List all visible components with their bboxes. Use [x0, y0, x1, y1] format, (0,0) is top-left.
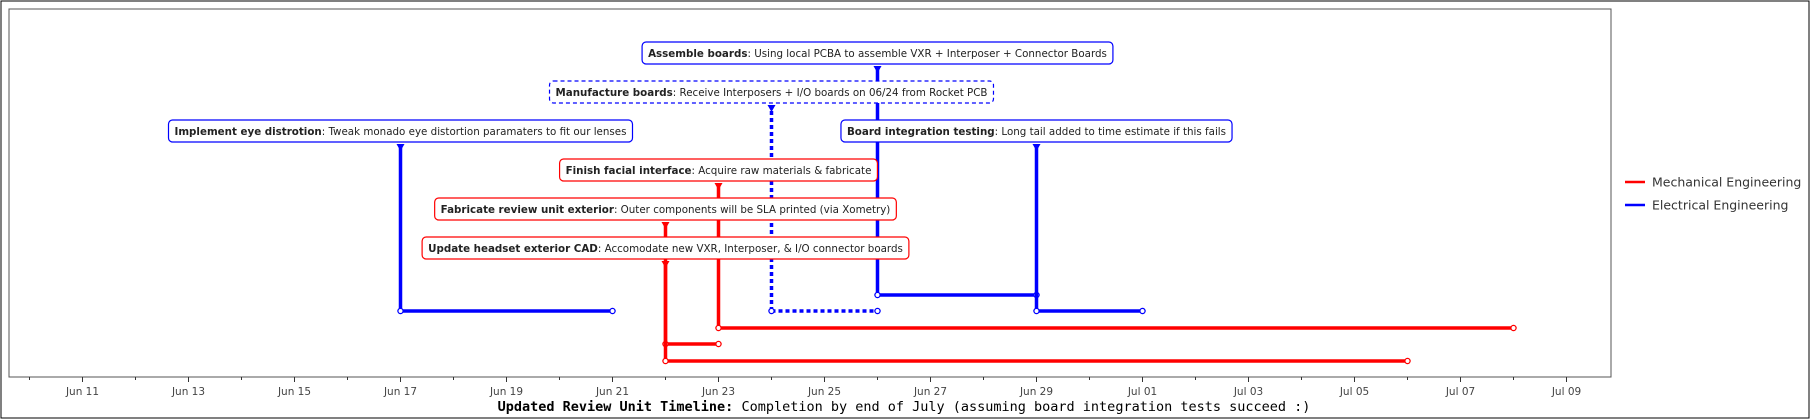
task-label-implement-eye-distrotion: Implement eye distrotion: Tweak monado e… — [167, 119, 634, 143]
task-end-marker-manufacture-boards — [874, 307, 881, 315]
task-label-box — [558, 158, 879, 182]
legend: Mechanical Engineering Electrical Engine… — [1625, 175, 1801, 213]
x-tick-label: Jul 01 — [1127, 386, 1157, 398]
task-label-update-headset-exterior-cad: Update headset exterior CAD: Accomodate … — [421, 236, 910, 260]
task-end-marker-finish-facial-interface — [1510, 324, 1517, 332]
task-description: : Acquire raw materials & fabricate — [692, 165, 872, 177]
task-label-finish-facial-interface: Finish facial interface: Acquire raw mat… — [558, 158, 879, 182]
task-start-marker-finish-facial-interface — [715, 324, 722, 332]
task-label-box — [434, 197, 897, 221]
task-arrow-update-headset-exterior-cad — [661, 261, 670, 268]
x-tick-label: Jun 27 — [913, 386, 947, 398]
task-arrow-finish-facial-interface — [714, 183, 723, 190]
task-end-marker-implement-eye-distrotion — [609, 307, 616, 315]
task-label-box — [548, 80, 995, 104]
task-label-text: Manufacture boards: Receive Interposers … — [556, 87, 988, 99]
task-arrow-fabricate-review-unit-exterior — [661, 222, 670, 229]
chart-title-rest: Completion by end of July (assuming boar… — [733, 399, 1310, 415]
chart-title: Updated Review Unit Timeline: Completion… — [498, 399, 1311, 415]
task-label-text: Update headset exterior CAD: Accomodate … — [428, 243, 903, 255]
task-start-marker-implement-eye-distrotion — [397, 307, 404, 315]
task-label-text: Fabricate review unit exterior: Outer co… — [441, 204, 891, 216]
task-label-text: Assemble boards: Using local PCBA to ass… — [648, 48, 1107, 60]
task-label-board-integration-testing: Board integration testing: Long tail add… — [840, 119, 1233, 143]
task-label-box — [421, 236, 910, 260]
task-label-manufacture-boards: Manufacture boards: Receive Interposers … — [548, 80, 995, 104]
task-description: : Accomodate new VXR, Interposer, & I/O … — [598, 243, 903, 255]
x-tick-label: Jun 21 — [595, 386, 629, 398]
chart-title-bold: Updated Review Unit Timeline: — [498, 399, 734, 415]
x-axis: Jun 11 Jun 13 Jun 15 Jun 17 Jun 19 Jun 21 Jun … — [29, 377, 1581, 398]
x-tick-label: Jun 29 — [1019, 386, 1053, 398]
task-description: : Outer components will be SLA printed (… — [614, 204, 890, 216]
task-arrow-assemble-boards — [873, 66, 882, 73]
x-tick-label: Jul 05 — [1339, 386, 1369, 398]
plot-area — [8, 8, 1612, 378]
task-start-marker-update-headset-exterior-cad — [662, 357, 669, 365]
task-name: Board integration testing — [847, 126, 995, 138]
task-label-assemble-boards: Assemble boards: Using local PCBA to ass… — [641, 41, 1114, 65]
task-name: Finish facial interface — [566, 165, 692, 177]
task-label-text: Board integration testing: Long tail add… — [847, 126, 1226, 138]
x-tick-label: Jun 23 — [701, 386, 735, 398]
task-end-marker-board-integration-testing — [1139, 307, 1146, 315]
task-label-fabricate-review-unit-exterior: Fabricate review unit exterior: Outer co… — [434, 197, 897, 221]
task-arrow-board-integration-testing — [1032, 144, 1041, 151]
task-name: Assemble boards — [648, 48, 747, 60]
task-label-box — [840, 119, 1233, 143]
x-tick-label: Jun 25 — [807, 386, 841, 398]
legend-label-electrical: Electrical Engineering — [1652, 198, 1788, 213]
task-name: Implement eye distrotion — [175, 126, 322, 138]
x-tick-label: Jul 07 — [1445, 386, 1475, 398]
task-description: : Using local PCBA to assemble VXR + Int… — [747, 48, 1106, 60]
task-label-box — [641, 41, 1114, 65]
task-description: : Receive Interposers + I/O boards on 06… — [673, 87, 988, 99]
task-end-marker-update-headset-exterior-cad — [1404, 357, 1411, 365]
task-labels: Implement eye distrotion: Tweak monado e… — [167, 41, 1233, 260]
task-start-marker-assemble-boards — [874, 291, 881, 299]
task-name: Fabricate review unit exterior — [441, 204, 615, 216]
task-start-marker-board-integration-testing — [1033, 307, 1040, 315]
task-end-marker-fabricate-review-unit-exterior — [715, 340, 722, 348]
legend-label-mechanical: Mechanical Engineering — [1652, 175, 1801, 190]
task-description: : Tweak monado eye distortion paramaters… — [322, 126, 627, 138]
task-description: : Long tail added to time estimate if th… — [995, 126, 1226, 138]
x-tick-label: Jun 19 — [489, 386, 523, 398]
task-label-box — [167, 119, 634, 143]
x-tick-label: Jul 03 — [1233, 386, 1263, 398]
task-arrow-implement-eye-distrotion — [396, 144, 405, 151]
x-tick-label: Jun 15 — [277, 386, 311, 398]
task-label-text: Finish facial interface: Acquire raw mat… — [566, 165, 872, 177]
x-tick-label: Jun 13 — [171, 386, 205, 398]
x-tick-label: Jul 09 — [1551, 386, 1581, 398]
task-name: Update headset exterior CAD — [428, 243, 598, 255]
task-label-text: Implement eye distrotion: Tweak monado e… — [175, 126, 627, 138]
x-tick-label: Jun 11 — [65, 386, 99, 398]
x-tick-label: Jun 17 — [383, 386, 417, 398]
task-name: Manufacture boards — [556, 87, 673, 99]
task-arrow-manufacture-boards — [767, 105, 776, 112]
task-start-marker-manufacture-boards — [768, 307, 775, 315]
